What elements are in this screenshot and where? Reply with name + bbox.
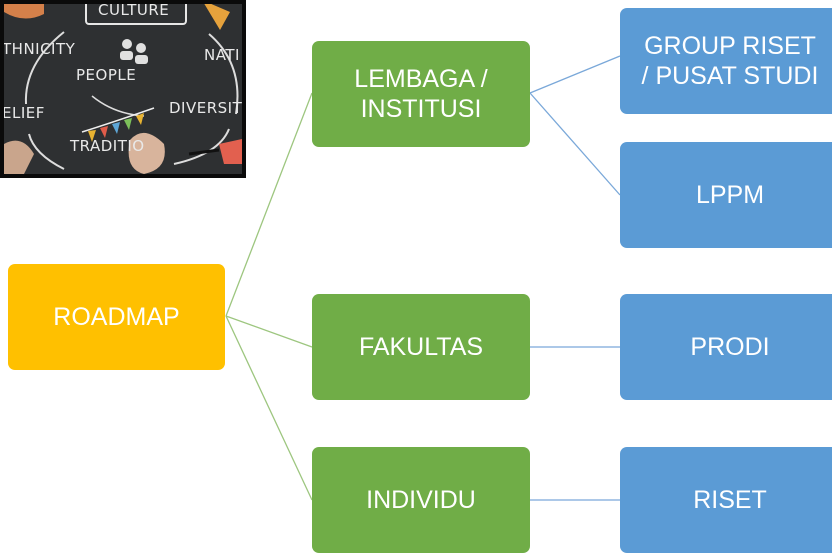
photo-word-diversity: DIVERSIT <box>169 99 243 117</box>
connector-root-lembaga <box>225 92 313 317</box>
photo-word-culture: CULTURE <box>98 1 170 19</box>
connector-root-fakultas <box>225 315 313 348</box>
culture-chalkboard-image: CULTURE THNICITY PEOPLE NATI ELIEF DIVER… <box>0 0 246 178</box>
connector-root-individu <box>225 315 313 501</box>
photo-word-belief: ELIEF <box>2 104 45 122</box>
node-lembaga-label: LEMBAGA / INSTITUSI <box>354 64 488 124</box>
node-lppm: LPPM <box>620 142 832 248</box>
photo-word-nati: NATI <box>204 46 240 64</box>
connector-lembaga-lppm <box>529 92 621 196</box>
node-group-riset-label: GROUP RISET / PUSAT STUDI <box>641 31 819 91</box>
node-fakultas-label: FAKULTAS <box>358 332 484 361</box>
node-fakultas: FAKULTAS <box>312 294 530 400</box>
node-roadmap-label: ROADMAP <box>53 302 180 331</box>
node-riset: RISET <box>620 447 832 553</box>
node-prodi: PRODI <box>620 294 832 400</box>
node-lppm-label: LPPM <box>695 180 765 209</box>
node-individu-label: INDIVIDU <box>366 485 476 514</box>
photo-word-people: PEOPLE <box>76 66 137 84</box>
node-group-riset-pusat-studi: GROUP RISET / PUSAT STUDI <box>620 8 832 114</box>
node-roadmap: ROADMAP <box>8 264 225 370</box>
photo-word-ethnicity: THNICITY <box>2 40 76 58</box>
photo-word-tradition: TRADITIO <box>70 137 145 155</box>
node-individu: INDIVIDU <box>312 447 530 553</box>
node-lembaga-institusi: LEMBAGA / INSTITUSI <box>312 41 530 147</box>
node-prodi-label: PRODI <box>690 332 770 361</box>
node-riset-label: RISET <box>693 485 767 514</box>
chalk-arrows-graphic <box>4 4 242 174</box>
connector-lembaga-group-riset <box>529 55 621 94</box>
